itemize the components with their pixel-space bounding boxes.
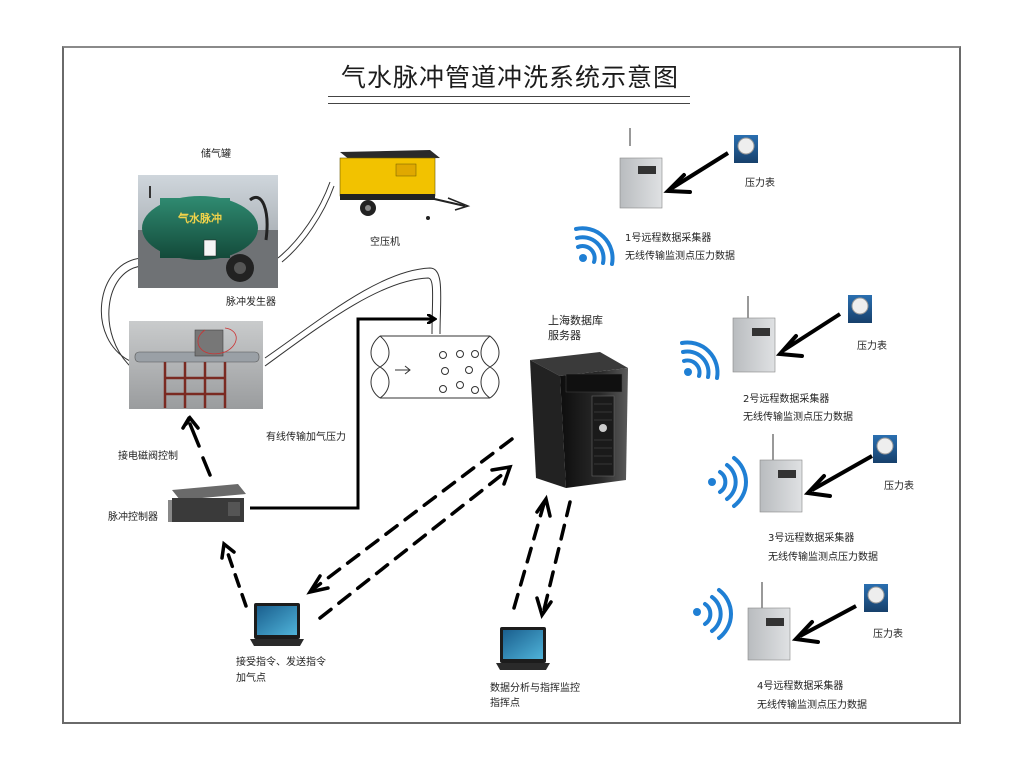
solenoid-control-label: 接电磁阀控制 (118, 451, 178, 462)
wifi-icon-2 (680, 340, 720, 380)
dashed-right-laptop-to-server (512, 498, 547, 610)
wifi-icon-3 (708, 456, 748, 508)
hose-tank-to-generator (100, 257, 143, 369)
title-underline-top (328, 96, 690, 97)
gas-tank-label: 储气罐 (201, 149, 231, 160)
dashed-server-to-left-laptop (310, 437, 514, 592)
pulse-generator-image (129, 321, 263, 409)
wired-pressure-label: 有线传输加气压力 (266, 432, 346, 443)
gauge-2-label: 压力表 (857, 341, 887, 352)
laptop-right-image (496, 627, 550, 670)
diagram-title: 气水脉冲管道冲洗系统示意图 (340, 63, 679, 92)
tank-text: 气水脉冲 (177, 211, 222, 225)
collector-3-group (759, 434, 897, 513)
wifi-icon-1 (574, 226, 615, 266)
flushing-pipe (370, 335, 500, 399)
collector-3-name: 3号远程数据采集器 (768, 533, 855, 544)
collector-4-group (747, 582, 888, 661)
hose-generator-to-pipe (264, 267, 442, 367)
pulse-generator-label: 脉冲发生器 (226, 297, 276, 308)
collector-4-name: 4号远程数据采集器 (757, 681, 844, 692)
collector-1-name: 1号远程数据采集器 (625, 233, 712, 244)
collector-2-desc: 无线传输监测点压力数据 (743, 412, 853, 423)
pipe-bubbles (439, 350, 479, 394)
laptop-left-image (250, 603, 304, 646)
diagram-frame (62, 46, 961, 724)
server-label-line2: 服务器 (548, 329, 581, 342)
collector-1-desc: 无线传输监测点压力数据 (625, 251, 735, 262)
dashed-left-laptop-to-server (318, 468, 510, 620)
gauge-4-label: 压力表 (873, 629, 903, 640)
pulse-controller-label: 脉冲控制器 (108, 512, 158, 523)
title-underline-bottom (328, 103, 690, 104)
laptop-left-label-line1: 接受指令、发送指令 (236, 657, 326, 668)
wifi-icon-4 (693, 588, 733, 640)
database-server-image (530, 352, 628, 488)
pulse-controller-image (168, 484, 246, 522)
arrowhead-left-laptop (306, 574, 330, 595)
laptop-left-label-line2: 加气点 (236, 673, 266, 684)
server-label-line1: 上海数据库 (548, 314, 603, 327)
collector-2-name: 2号远程数据采集器 (743, 394, 830, 405)
dashed-left-laptop-to-controller (224, 546, 248, 608)
arrowhead-server-right (535, 494, 552, 518)
gauge-1-label: 压力表 (745, 178, 775, 189)
laptop-right-label-line2: 指挥点 (490, 698, 520, 709)
arrowhead-controller (220, 540, 236, 560)
collector-1-group (619, 128, 758, 209)
arrowhead-server-left (490, 464, 513, 486)
air-compressor-label: 空压机 (370, 237, 400, 248)
collector-4-desc: 无线传输监测点压力数据 (757, 700, 867, 711)
collector-3-desc: 无线传输监测点压力数据 (768, 552, 878, 563)
dashed-server-to-right-laptop (541, 500, 572, 616)
arrowhead-right-laptop (535, 596, 553, 620)
wired-pressure-line (250, 319, 434, 510)
controller-to-generator-arrow (181, 415, 212, 477)
laptop-right-label-line1: 数据分析与指挥监控 (490, 683, 580, 694)
gauge-3-label: 压力表 (884, 481, 914, 492)
hose-compressor-to-tank (277, 181, 335, 263)
collector-2-group (732, 295, 872, 373)
gas-tank-image: 气水脉冲 (138, 175, 278, 288)
air-compressor-image (339, 150, 471, 220)
